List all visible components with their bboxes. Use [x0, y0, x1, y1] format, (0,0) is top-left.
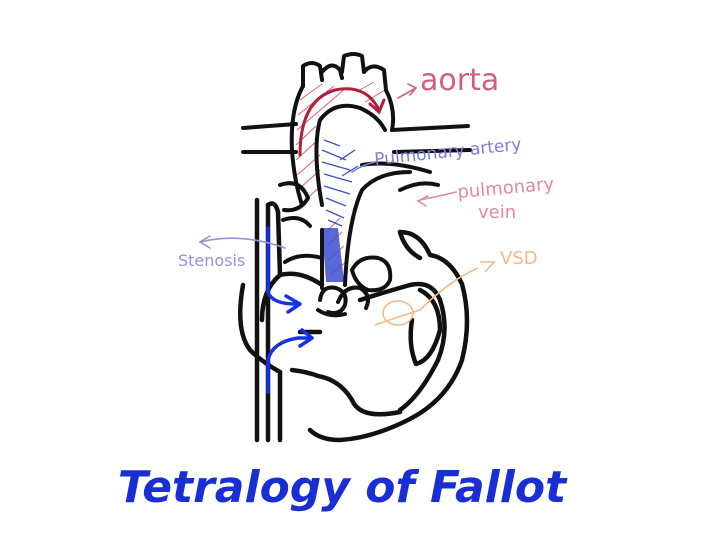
- label-aorta: aorta: [420, 63, 499, 98]
- great-vessels-outline: [241, 122, 472, 264]
- label-stenosis: Stenosis: [178, 251, 245, 270]
- diagram-title: Tetralogy of Fallot: [118, 462, 568, 513]
- heart-valves: [316, 255, 393, 318]
- pulmonary-artery-shape: [320, 139, 412, 290]
- blood-flow-arrows: [266, 226, 314, 394]
- label-pulmonary-vein-line2: vein: [478, 202, 516, 223]
- label-vsd: VSD: [500, 248, 538, 269]
- label-pointers: [198, 83, 457, 249]
- label-pulmonary-artery: Pulmonary artery: [373, 135, 522, 170]
- aorta-flow-arrow: [298, 87, 380, 157]
- heart-outline: [237, 197, 470, 443]
- label-pulmonary-vein-line1: pulmonary: [457, 174, 556, 203]
